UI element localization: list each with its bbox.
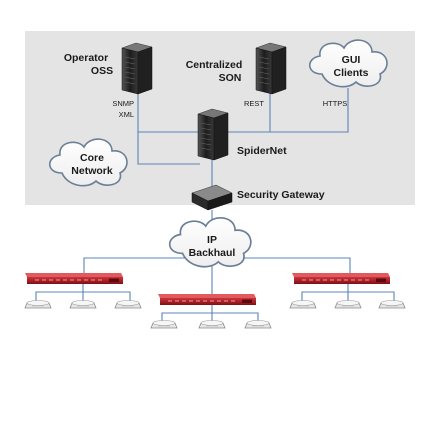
center-ap-branch-line bbox=[161, 305, 259, 322]
centralized-son-label-line1: Centralized bbox=[186, 59, 243, 71]
core-network-label-line2: Network bbox=[71, 165, 113, 177]
security-gateway-icon bbox=[191, 184, 233, 211]
centralized-son-label-line2: SON bbox=[219, 72, 242, 84]
left-switch-icon bbox=[24, 272, 124, 285]
center-access-point-icon bbox=[244, 320, 272, 329]
centralized-son-server-icon bbox=[255, 42, 287, 95]
left-access-point-icon bbox=[114, 300, 142, 309]
right-access-point-icon bbox=[289, 300, 317, 309]
operator-oss-protocol-xml: XML bbox=[119, 110, 134, 119]
right-access-point-icon bbox=[378, 300, 406, 309]
centralized-son-protocol-rest: REST bbox=[244, 99, 264, 108]
center-access-point-icon bbox=[198, 320, 226, 329]
management-bus-line bbox=[137, 88, 349, 133]
ip-backhaul-label-line1: IP bbox=[207, 234, 217, 246]
core-network-link-line bbox=[137, 132, 200, 165]
left-access-point-icon bbox=[24, 300, 52, 309]
security-gateway-label: Security Gateway bbox=[237, 189, 325, 201]
center-switch-icon bbox=[157, 293, 257, 306]
core-network-label-line1: Core bbox=[80, 152, 104, 164]
right-ap-branch-line bbox=[301, 284, 395, 302]
ip-backhaul-label-line2: Backhaul bbox=[189, 247, 236, 259]
center-access-point-icon bbox=[150, 320, 178, 329]
right-access-point-icon bbox=[334, 300, 362, 309]
left-ap-branch-line bbox=[35, 284, 131, 302]
operator-oss-label-line1: Operator bbox=[64, 52, 108, 64]
spidernet-server-icon bbox=[197, 108, 229, 161]
operator-oss-server-icon bbox=[121, 42, 153, 95]
spidernet-label: SpiderNet bbox=[237, 145, 287, 157]
right-switch-icon bbox=[291, 272, 391, 285]
operator-oss-label-line2: OSS bbox=[91, 65, 113, 77]
gui-clients-label-line1: GUI bbox=[342, 54, 361, 66]
gui-clients-label-line2: Clients bbox=[333, 67, 368, 79]
left-access-point-icon bbox=[69, 300, 97, 309]
gui-clients-protocol-https: HTTPS bbox=[323, 99, 348, 108]
operator-oss-protocol-snmp: SNMP bbox=[112, 99, 134, 108]
